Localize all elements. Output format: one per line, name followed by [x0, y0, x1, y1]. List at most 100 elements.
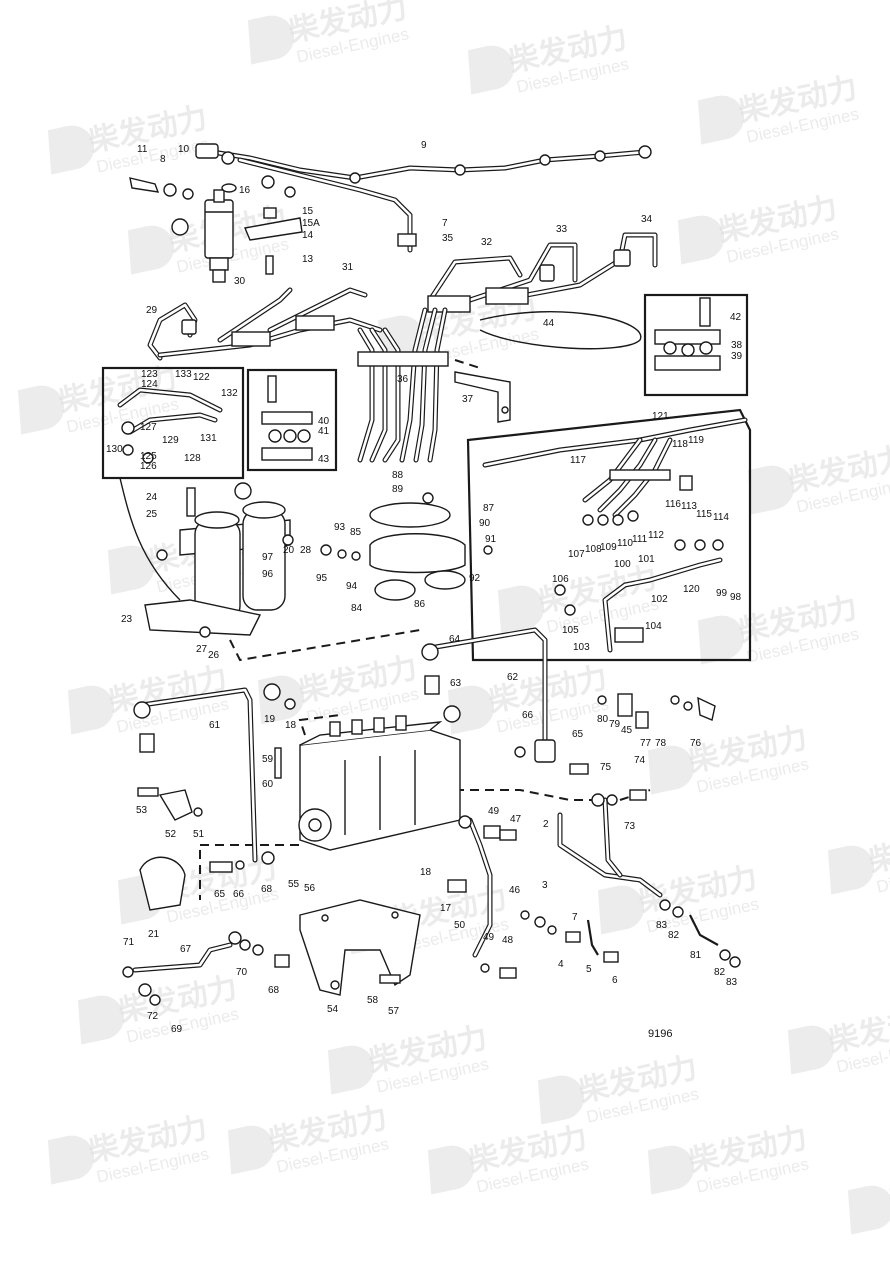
- leader-filter: [119, 477, 181, 601]
- callout-label-35: 35: [442, 233, 454, 244]
- inset-clamp-40-43: [246, 368, 338, 472]
- watermark-logo: [467, 45, 515, 95]
- callout-label-3: 3: [542, 880, 548, 891]
- callout-label-83: 83: [656, 920, 668, 931]
- callout-label-123: 123: [141, 369, 158, 380]
- callout-label-65: 65: [572, 729, 584, 740]
- callout-label-112: 112: [648, 530, 664, 541]
- callout-label-126: 126: [140, 461, 157, 472]
- callout-label-92: 92: [469, 573, 481, 584]
- inset-clamp-38-42: [643, 293, 749, 397]
- callout-label-16: 16: [239, 185, 251, 196]
- callout-label-96: 96: [262, 569, 274, 580]
- callout-label-125: 125: [140, 451, 157, 462]
- watermark-logo: [647, 745, 695, 795]
- watermark-logo: [107, 545, 155, 595]
- callout-label-40: 40: [318, 416, 330, 427]
- watermark-logo: [17, 385, 65, 435]
- callout-label-13: 13: [302, 254, 314, 265]
- watermark-logo: [847, 1185, 890, 1235]
- callout-label-85: 85: [350, 527, 362, 538]
- callout-label-86: 86: [414, 599, 426, 610]
- callout-label-30: 30: [234, 276, 246, 287]
- callout-label-56: 56: [304, 883, 316, 894]
- callout-label-81: 81: [690, 950, 702, 961]
- callout-label-46: 46: [509, 885, 521, 896]
- callout-label-104: 104: [645, 621, 662, 632]
- callout-label-61: 61: [209, 720, 221, 731]
- callout-label-55: 55: [288, 879, 300, 890]
- callout-label-37: 37: [462, 394, 474, 405]
- callout-label-93: 93: [334, 522, 346, 533]
- callout-label-131: 131: [200, 433, 217, 444]
- callout-label-44: 44: [543, 318, 555, 329]
- pipe-10: [195, 143, 235, 165]
- callout-label-110: 110: [617, 538, 633, 549]
- callout-label-8: 8: [160, 154, 166, 165]
- callout-label-100: 100: [614, 559, 631, 570]
- pump-bracket-54: [299, 899, 421, 996]
- callout-label-78: 78: [655, 738, 667, 749]
- callout-label-107: 107: [568, 549, 585, 560]
- callout-label-15: 15: [302, 206, 314, 217]
- callout-label-15A: 15A: [302, 218, 320, 229]
- callout-label-132: 132: [221, 388, 238, 399]
- delivery-pipe-9: [197, 145, 652, 184]
- nozzle-holder-parts: [129, 175, 303, 275]
- inset-pipe-assembly-98-121: [466, 408, 752, 662]
- callout-label-62: 62: [507, 672, 519, 683]
- callout-label-25: 25: [146, 509, 158, 520]
- hand-pump-84-94: [320, 492, 493, 601]
- callout-label-26: 26: [208, 650, 220, 661]
- callout-label-20: 20: [283, 545, 295, 556]
- callout-label-38: 38: [731, 340, 743, 351]
- callout-label-47: 47: [510, 814, 522, 825]
- leader-44-ellipse: [479, 311, 642, 350]
- callout-label-99: 99: [716, 588, 728, 599]
- dashed-line-3: [440, 789, 595, 801]
- callout-label-91: 91: [485, 534, 497, 545]
- callout-label-95: 95: [316, 573, 328, 584]
- callout-label-9: 9: [421, 140, 427, 151]
- callout-label-65: 65: [214, 889, 226, 900]
- callout-label-84: 84: [351, 603, 363, 614]
- callout-label-31: 31: [342, 262, 354, 273]
- watermark-logo: [827, 845, 875, 895]
- dashed-line-1: [229, 629, 421, 662]
- callout-label-39: 39: [731, 351, 743, 362]
- callout-label-33: 33: [556, 224, 568, 235]
- watermark-logo: [227, 1125, 275, 1175]
- callout-label-51: 51: [193, 829, 205, 840]
- callout-label-113: 113: [681, 501, 697, 512]
- callout-label-54: 54: [327, 1004, 339, 1015]
- dashed-line-2: [298, 714, 341, 736]
- callout-label-21: 21: [148, 929, 160, 940]
- callout-label-14: 14: [302, 230, 314, 241]
- pipe-bundle-36: [357, 307, 449, 463]
- return-pipe-7: [237, 157, 417, 253]
- callout-label-118: 118: [672, 439, 688, 450]
- callout-label-98: 98: [730, 592, 742, 603]
- watermark-logo: [427, 1145, 475, 1195]
- callout-label-67: 67: [180, 944, 192, 955]
- callout-label-24: 24: [146, 492, 158, 503]
- callout-label-23: 23: [121, 614, 133, 625]
- watermark-logo: [127, 225, 175, 275]
- callout-label-68: 68: [268, 985, 280, 996]
- callout-label-88: 88: [392, 470, 404, 481]
- injection-pipes-29-34: [147, 232, 658, 361]
- drawing-number: 9196: [648, 1028, 672, 1040]
- callout-label-64: 64: [449, 634, 461, 645]
- watermark-logo: [787, 1025, 835, 1075]
- callout-label-79: 79: [609, 719, 621, 730]
- callout-label-42: 42: [730, 312, 742, 323]
- callout-label-87: 87: [483, 503, 495, 514]
- callout-label-11: 11: [137, 144, 148, 155]
- callout-label-82: 82: [668, 930, 680, 941]
- fittings-81-83: [659, 899, 741, 968]
- callout-label-75: 75: [600, 762, 612, 773]
- callout-label-28: 28: [300, 545, 312, 556]
- callout-label-45: 45: [621, 725, 633, 736]
- bracket-37: [454, 359, 511, 423]
- pipe-46-49: [447, 815, 501, 958]
